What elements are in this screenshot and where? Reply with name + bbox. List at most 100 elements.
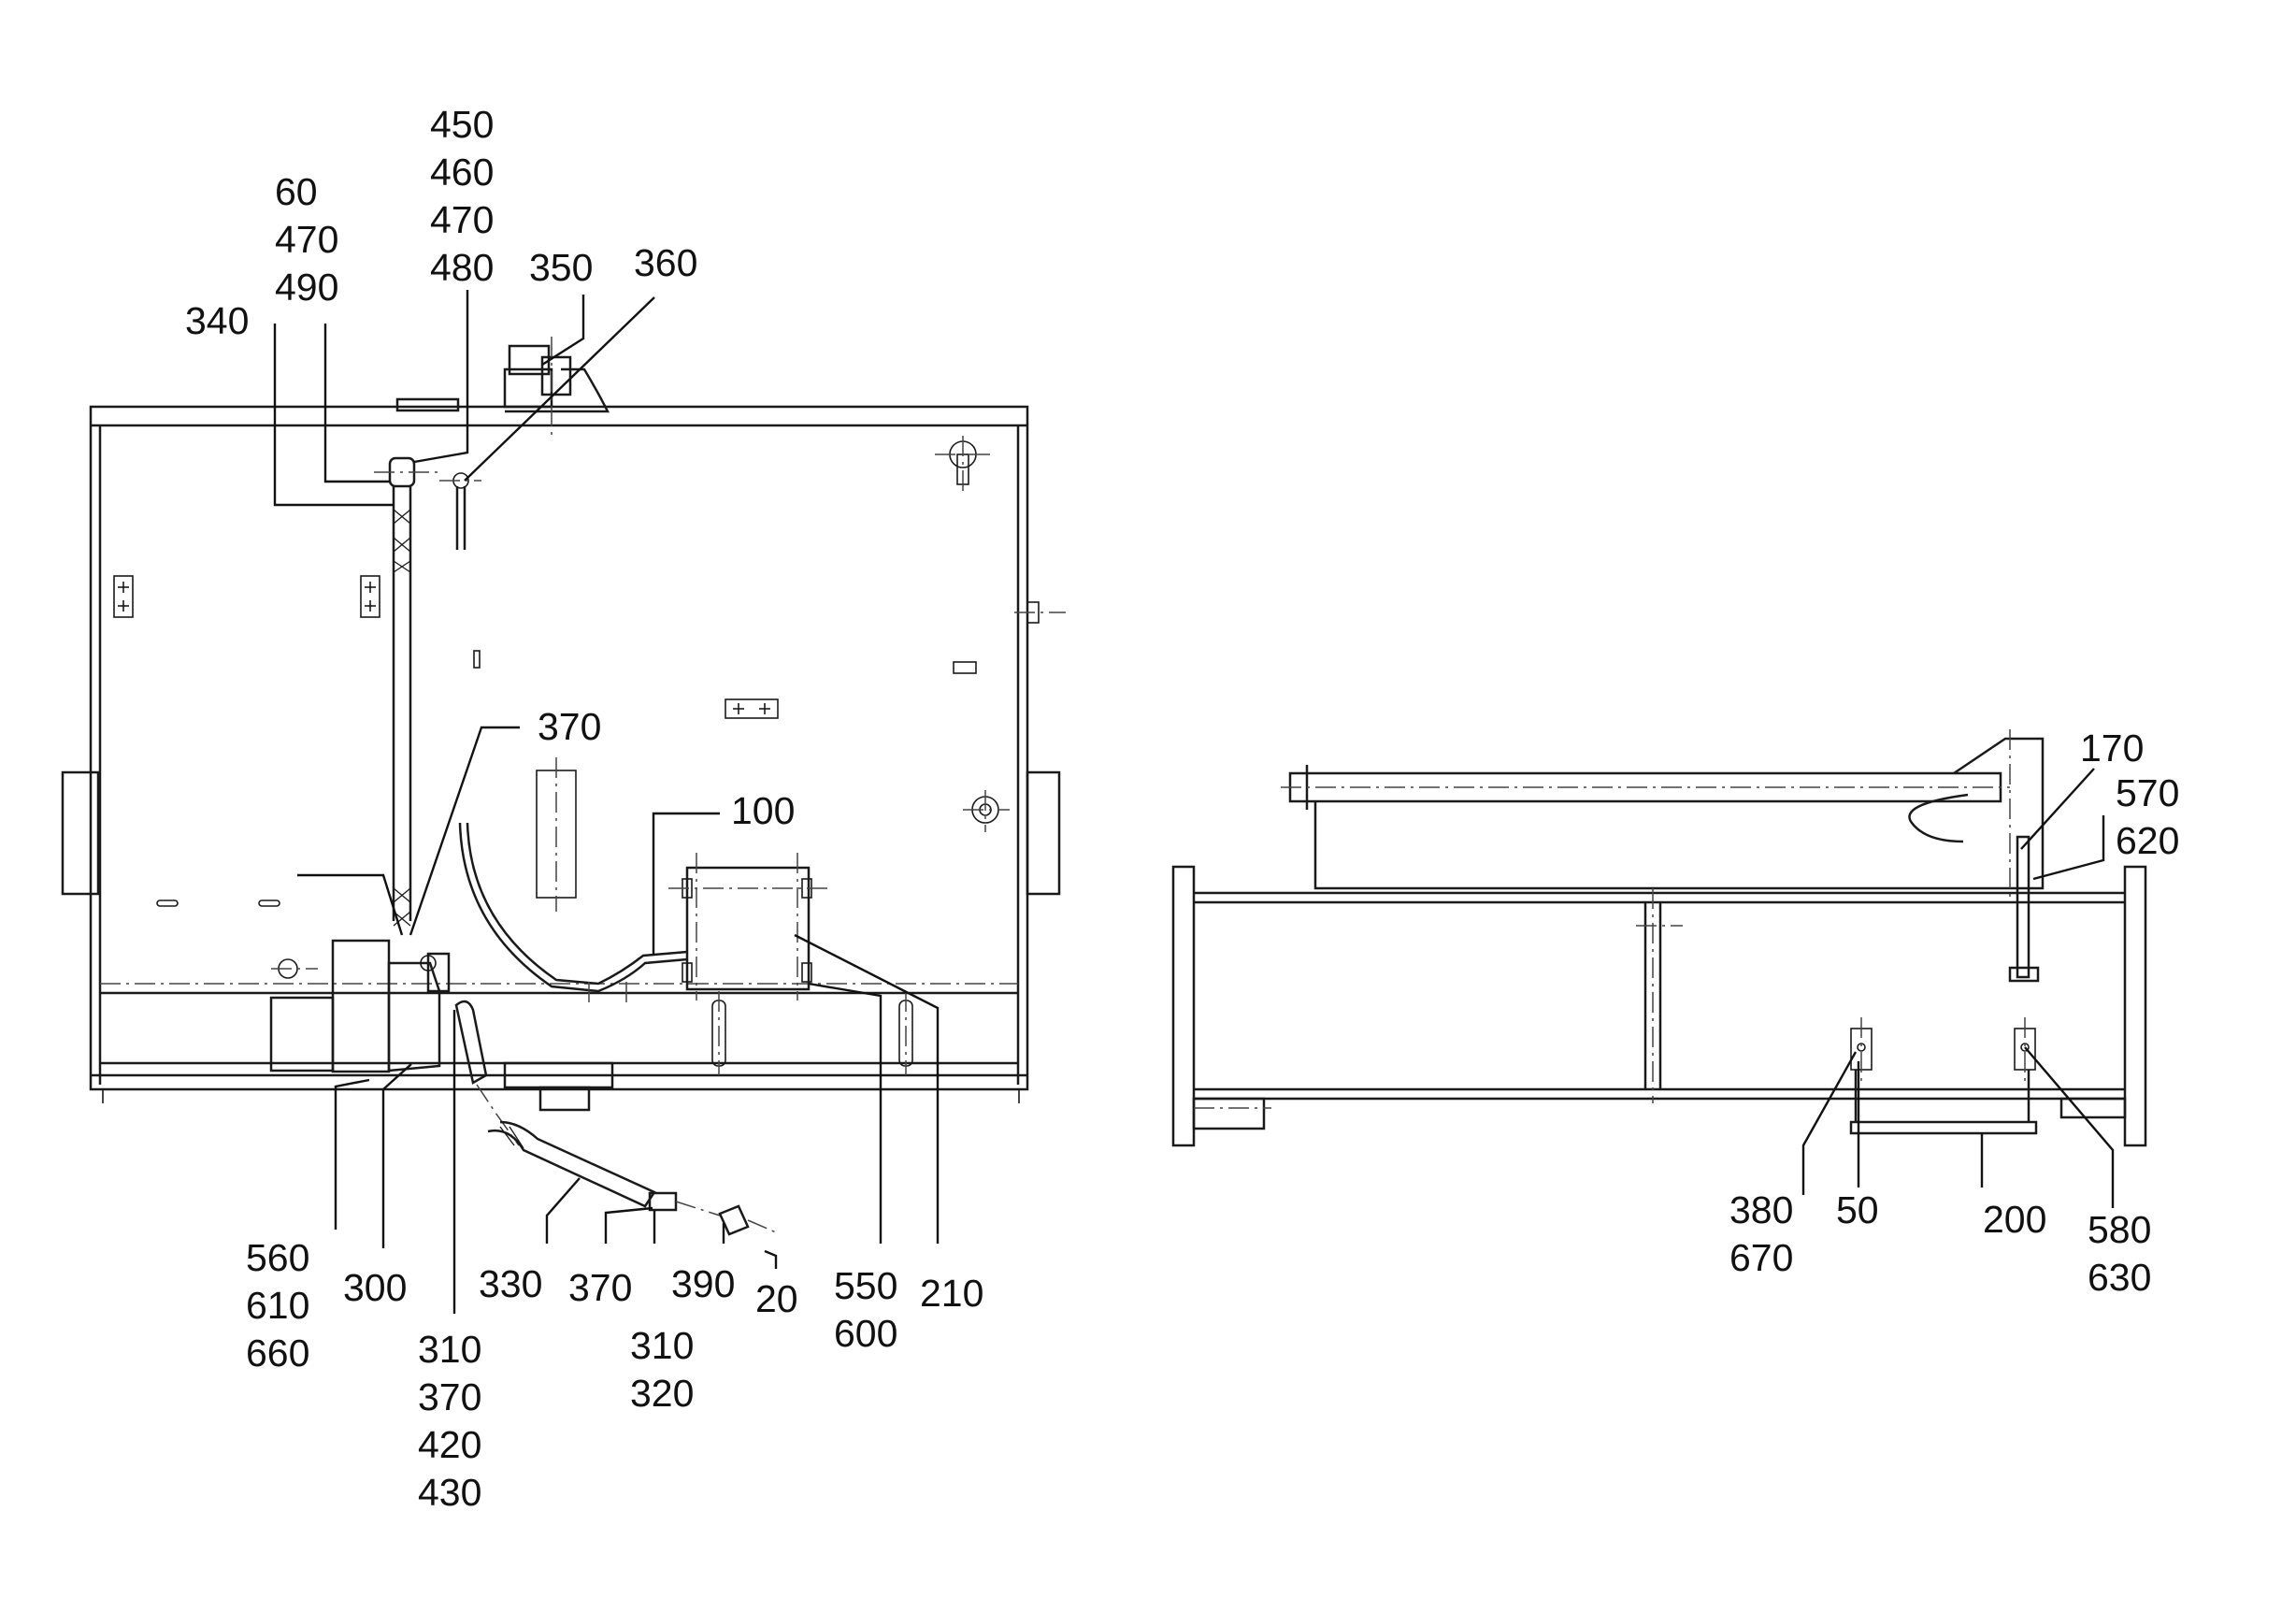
callout-line: 480	[430, 246, 495, 289]
callout-line: 390	[671, 1262, 736, 1305]
leader-20	[764, 1249, 778, 1269]
bracket-left-1	[113, 575, 134, 618]
left-hinge	[61, 770, 100, 896]
leader-370b	[604, 1206, 653, 1244]
hose-330-upper	[454, 1000, 488, 1085]
callout-370-upper: 370	[538, 703, 601, 751]
leader-450	[413, 290, 469, 464]
callout-line: 580	[2088, 1208, 2152, 1251]
leader-370a	[409, 726, 520, 936]
callout-20: 20	[755, 1275, 798, 1323]
callout-line: 550	[834, 1264, 898, 1307]
hose-330	[487, 1120, 656, 1208]
callout-310-370-420-430: 310 370 420 430	[418, 1326, 481, 1517]
motor	[269, 996, 335, 1072]
callout-170: 170	[2080, 725, 2144, 772]
callout-370-lower: 370	[568, 1264, 632, 1312]
tank-body	[1313, 801, 1954, 890]
front-view	[61, 337, 1066, 1236]
callout-line: 620	[2116, 819, 2180, 862]
callout-line: 310	[630, 1324, 695, 1367]
callout-line: 460	[430, 151, 495, 194]
rod-170	[2016, 835, 2031, 979]
callout-line: 310	[418, 1328, 482, 1371]
leader-pump	[297, 873, 404, 936]
callout-360: 360	[634, 239, 697, 287]
cap-390	[718, 1204, 750, 1236]
callout-line: 60	[275, 170, 318, 213]
leader-210	[794, 933, 940, 1244]
callout-line: 470	[430, 198, 495, 241]
callout-200: 200	[1983, 1196, 2046, 1244]
right-hinge	[1026, 770, 1061, 896]
callout-570-620: 570 620	[2116, 770, 2179, 865]
callout-line: 660	[246, 1331, 310, 1375]
leader-580	[2024, 1046, 2115, 1208]
leader-300	[381, 1063, 412, 1248]
callout-350: 350	[529, 244, 593, 292]
callout-line: 320	[630, 1372, 695, 1415]
leader-360	[464, 296, 655, 482]
handle	[1908, 793, 1969, 843]
callout-310-320: 310 320	[630, 1322, 694, 1418]
callout-line: 380	[1729, 1188, 1794, 1231]
callout-line: 350	[529, 246, 594, 289]
side-view	[1171, 729, 2147, 1147]
front-frame-outline	[89, 405, 1029, 1091]
left-end-plate	[1171, 865, 1196, 1147]
leader-60	[323, 324, 390, 483]
callout-50: 50	[1836, 1187, 1879, 1234]
callout-line: 450	[430, 103, 495, 146]
callout-line: 210	[920, 1272, 984, 1315]
leader-170	[2020, 768, 2095, 850]
callout-line: 170	[2080, 727, 2145, 770]
callout-line: 20	[755, 1277, 798, 1320]
callout-line: 370	[568, 1266, 633, 1309]
leader-560	[334, 1078, 370, 1230]
callout-450-460-470-480: 450 460 470 480	[430, 101, 494, 292]
callout-line: 50	[1836, 1188, 1879, 1231]
callout-line: 200	[1983, 1198, 2047, 1241]
side-hatch	[1953, 737, 2045, 890]
leader-100	[652, 812, 720, 956]
leader-330	[545, 1177, 581, 1244]
callout-line: 300	[343, 1266, 408, 1309]
pump	[387, 961, 441, 1072]
callout-line: 670	[1729, 1236, 1794, 1279]
motor-housing	[331, 939, 391, 1073]
nozzle	[648, 1191, 678, 1212]
callout-line: 430	[418, 1471, 482, 1514]
leader-570	[2032, 815, 2105, 881]
control-box-100	[685, 866, 811, 991]
leader-lines	[273, 290, 2115, 1314]
callout-line: 490	[275, 266, 339, 309]
callout-340: 340	[185, 297, 249, 345]
lid-plate	[395, 397, 460, 412]
callout-560-610-660: 560 610 660	[246, 1234, 309, 1377]
callout-580-630: 580 630	[2088, 1206, 2151, 1302]
leader-350	[541, 295, 585, 367]
callout-210: 210	[920, 1270, 983, 1317]
callout-line: 420	[418, 1423, 482, 1466]
callout-line: 570	[2116, 771, 2180, 814]
callout-line: 370	[418, 1375, 482, 1418]
bracket-left-2	[360, 575, 380, 618]
callout-line: 340	[185, 299, 250, 342]
callout-line: 100	[731, 789, 796, 832]
callout-line: 600	[834, 1312, 898, 1355]
callout-380-670: 380 670	[1729, 1187, 1793, 1282]
callout-300: 300	[343, 1264, 407, 1312]
bracket-center	[725, 698, 779, 719]
leader-550	[808, 982, 883, 1244]
callout-550-600: 550 600	[834, 1262, 897, 1358]
callout-line: 330	[479, 1262, 543, 1305]
step-200	[1849, 1120, 2038, 1135]
callout-60-470-490: 60 470 490	[275, 168, 338, 311]
callout-line: 370	[538, 705, 602, 748]
callout-100: 100	[731, 787, 795, 835]
leader-380	[1801, 1051, 1858, 1195]
callout-line: 630	[2088, 1256, 2152, 1299]
leader-340	[273, 324, 394, 507]
callout-line: 560	[246, 1236, 310, 1279]
